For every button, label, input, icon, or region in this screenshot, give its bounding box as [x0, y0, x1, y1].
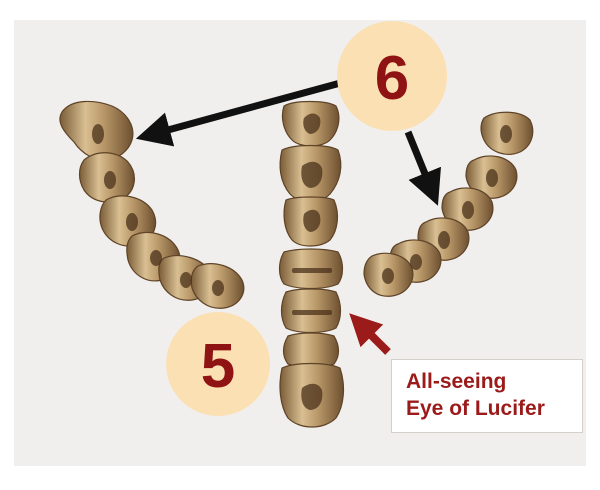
- center-vertebra-column: [280, 102, 344, 428]
- caption-line-1: All-seeing: [406, 368, 572, 395]
- arrow-to-right-column: [408, 132, 434, 196]
- badge-six: 6: [337, 21, 447, 131]
- arrow-to-eye: [356, 320, 388, 352]
- badge-five-label: 5: [201, 332, 235, 401]
- badge-six-label: 6: [375, 44, 409, 113]
- badge-five: 5: [166, 312, 270, 416]
- caption-line-2: Eye of Lucifer: [406, 395, 572, 422]
- caption-box: All-seeing Eye of Lucifer: [391, 359, 583, 433]
